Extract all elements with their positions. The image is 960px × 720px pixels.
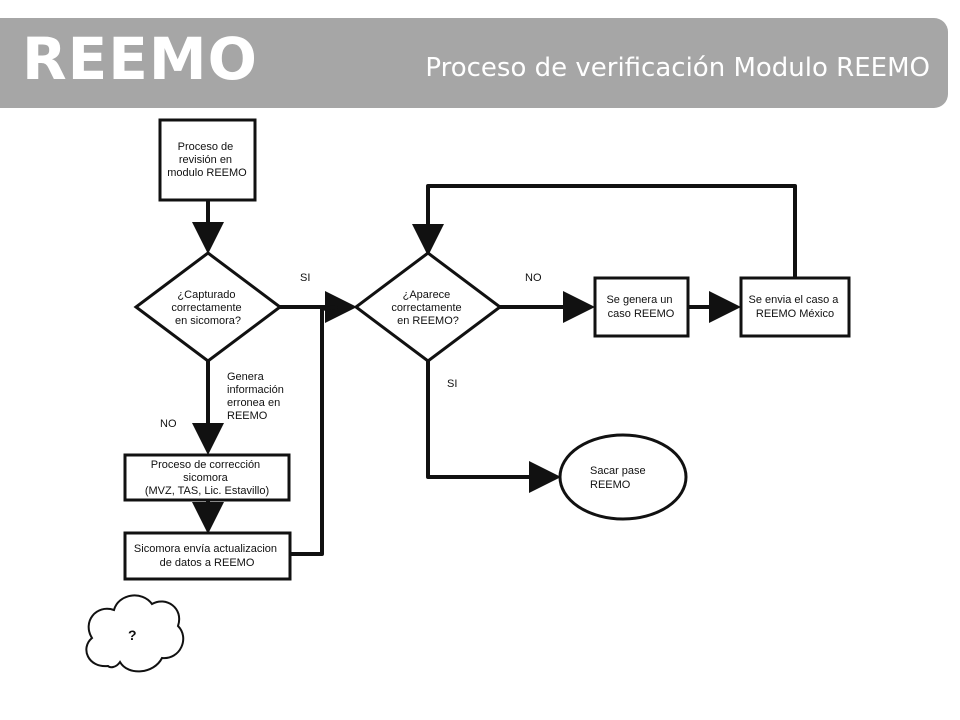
node-captured-decision [133, 251, 283, 363]
label-no-captured: NO [160, 418, 177, 430]
node-appears-line-2: correctamente [391, 302, 461, 314]
node-generate-case-line-1: Se genera un [606, 294, 672, 306]
logo-text: REEMO [22, 25, 258, 93]
label-erroneous-line-3: erronea en [227, 397, 280, 409]
node-review-line-2: revisión en [179, 154, 232, 166]
edge-send-to-appears-loop [412, 184, 797, 278]
label-erroneous-line-2: información [227, 384, 284, 396]
node-send-case-line-1: Se envia el caso a [749, 294, 840, 306]
header-banner [0, 18, 948, 108]
node-review-line-1: Proceso de [178, 141, 234, 153]
svg-text:Se genera un caso REEMO: Se genera un caso REEMO [606, 294, 675, 320]
node-captured-line-3: en sicomora? [175, 315, 241, 327]
node-generate-case-line-2: caso REEMO [608, 308, 675, 320]
node-update-line-1: Sicomora envía actualizacion [134, 543, 277, 555]
svg-text:Genera información err: Genera información erronea en REEMO [227, 371, 287, 422]
page-title: Proceso de verificación Modulo REEMO [425, 53, 930, 83]
label-erroneous-line-4: REEMO [227, 410, 268, 422]
cloud-shape [85, 594, 185, 673]
node-correction-line-1: Proceso de corrección [151, 459, 260, 471]
node-pass-line-1: Sacar pase [590, 465, 646, 477]
label-erroneous-line-1: Genera [227, 371, 265, 383]
node-correction-line-2: sicomora [183, 472, 229, 484]
svg-text:Se envia el caso a REEMO M: Se envia el caso a REEMO México [749, 294, 842, 320]
node-appears-line-1: ¿Aparece [403, 289, 451, 301]
node-send-case-box [739, 276, 851, 338]
svg-text:¿Aparece correctamente: ¿Aparece correctamente en REEMO? [391, 289, 464, 327]
node-update-box [123, 531, 292, 581]
node-review-box [158, 118, 257, 202]
edge-update-to-appears [288, 305, 338, 556]
svg-text:¿Capturado correctamente: ¿Capturado correctamente en sicomora? [171, 289, 244, 327]
node-update-line-2: de datos a REEMO [160, 557, 255, 569]
node-appears-decision [353, 251, 503, 363]
node-pass-line-2: REEMO [590, 479, 631, 491]
label-si-captured: SI [300, 272, 310, 284]
label-no-appears: NO [525, 272, 542, 284]
node-generate-case-box [593, 276, 690, 338]
node-captured-line-2: correctamente [171, 302, 241, 314]
node-send-case-line-2: REEMO México [756, 308, 834, 320]
node-correction-box [123, 453, 291, 502]
node-review-line-3: modulo REEMO [167, 167, 247, 179]
svg-text:Proceso de corrección sico: Proceso de corrección sicomora (MVZ, TAS… [145, 459, 269, 497]
label-si-appears: SI [447, 378, 457, 390]
node-captured-line-1: ¿Capturado [177, 289, 235, 301]
cloud-question-mark: ? [128, 627, 137, 643]
svg-text:Proceso de revisión en: Proceso de revisión en modulo REEMO [167, 141, 247, 179]
svg-text:Sicomora envía actualizacion: Sicomora envía actualizacion de datos a … [134, 543, 280, 569]
node-pass-terminal [558, 433, 688, 521]
edge-appears-to-pass [426, 359, 561, 493]
node-appears-line-3: en REEMO? [397, 315, 459, 327]
svg-text:Sacar pase REEMO: Sacar pase REEMO [590, 465, 649, 491]
node-correction-line-3: (MVZ, TAS, Lic. Estavillo) [145, 485, 269, 497]
